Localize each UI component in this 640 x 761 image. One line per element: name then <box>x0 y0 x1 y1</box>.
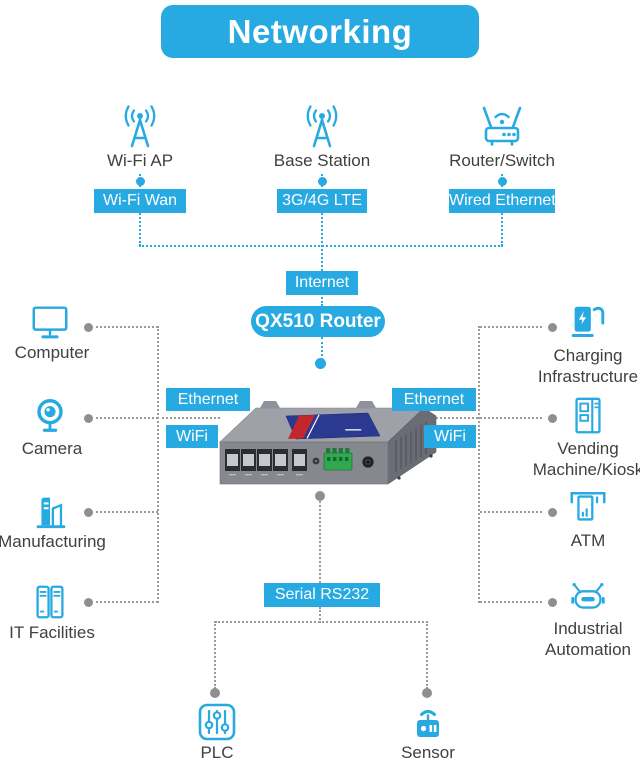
connector <box>321 337 323 360</box>
serial-node-label: Sensor <box>401 743 455 761</box>
connector-dot <box>497 176 507 186</box>
serial-rs232-tag: Serial RS232 <box>264 583 380 607</box>
connector <box>96 601 158 603</box>
connector-dot <box>83 507 93 517</box>
connector <box>319 607 321 623</box>
connector <box>215 621 428 623</box>
connector <box>96 511 158 513</box>
lan-node-label: Computer <box>14 343 90 362</box>
base-station-antenna-icon <box>296 100 348 152</box>
connector <box>480 511 542 513</box>
connector-dot <box>315 491 325 501</box>
wan-tag: Wi-Fi Wan <box>94 189 186 213</box>
wan-node-label: Base Station <box>273 151 371 170</box>
lan-node-label: ATM <box>570 531 606 550</box>
connector-dot <box>547 322 557 332</box>
connector <box>96 326 158 328</box>
plc-icon <box>194 699 240 745</box>
connector <box>480 417 542 419</box>
computer-icon <box>29 301 71 343</box>
atm-icon <box>567 487 609 529</box>
camera-icon <box>29 395 71 437</box>
connector-dot <box>83 322 93 332</box>
sensor-icon <box>406 700 450 744</box>
lan-node-label: Camera <box>21 439 83 458</box>
router-switch-icon <box>476 100 528 152</box>
connector <box>424 417 478 419</box>
lan-node-label: Vending Machine/Kiosk <box>532 439 640 479</box>
connector-dot <box>210 688 220 698</box>
diagram-title: Networking <box>161 5 479 58</box>
connector <box>157 417 220 419</box>
qx510-router-image <box>198 396 438 488</box>
connector-dot <box>547 413 557 423</box>
connector <box>478 326 480 603</box>
wan-node-label: Router/Switch <box>449 151 555 170</box>
it-facilities-icon <box>29 581 71 623</box>
connector <box>321 174 323 306</box>
port-tag-ethernet-right: Ethernet <box>392 388 476 411</box>
wan-tag: 3G/4G LTE <box>277 189 367 213</box>
port-tag-ethernet-left: Ethernet <box>166 388 250 411</box>
port-tag-wifi-left: WiFi <box>166 425 218 448</box>
connector <box>157 326 159 603</box>
internet-tag: Internet <box>286 271 358 295</box>
wan-tag: Wired Ethernet <box>449 189 556 213</box>
connector-dot <box>83 413 93 423</box>
manufacturing-icon <box>29 489 71 531</box>
industrial-automation-icon <box>567 577 609 619</box>
lan-node-label: Industrial Automation <box>545 619 631 659</box>
wifi-ap-antenna-icon <box>114 100 166 152</box>
lan-node-label: Manufacturing <box>0 532 106 551</box>
connector-dot <box>83 597 93 607</box>
lan-node-label: Charging Infrastructure <box>537 346 639 386</box>
connector-dot <box>547 597 557 607</box>
connector <box>319 501 321 583</box>
connector-dot <box>422 688 432 698</box>
connector <box>96 417 158 419</box>
connector-dot <box>314 358 326 369</box>
vending-machine-icon <box>567 395 609 437</box>
lan-node-label: IT Facilities <box>9 623 95 642</box>
connector-dot <box>317 176 327 186</box>
serial-node-label: PLC <box>200 743 234 761</box>
connector <box>139 245 503 247</box>
connector <box>480 326 542 328</box>
connector <box>214 621 216 689</box>
qx510-router-pill: QX510 Router <box>251 306 385 337</box>
connector-dot <box>135 176 145 186</box>
connector <box>480 601 542 603</box>
charging-infrastructure-icon <box>567 302 609 344</box>
connector-dot <box>547 507 557 517</box>
port-tag-wifi-right: WiFi <box>424 425 476 448</box>
connector <box>426 621 428 689</box>
wan-node-label: Wi-Fi AP <box>106 151 174 170</box>
